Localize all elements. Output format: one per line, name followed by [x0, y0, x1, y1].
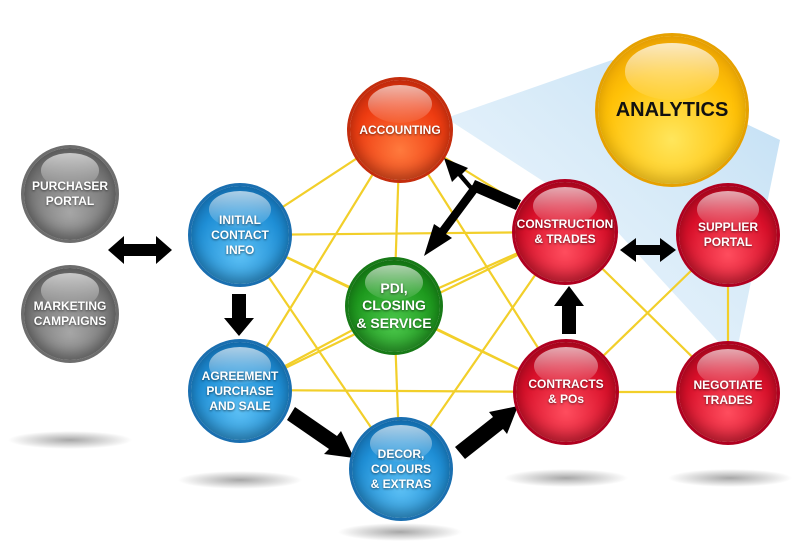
negotiate-trades-node: NEGOTIATE TRADES	[679, 344, 777, 442]
analytics-node: ANALYTICS	[598, 36, 746, 184]
double-arrow-portals-initial	[108, 236, 172, 264]
marketing-campaigns-node: MARKETING CAMPAIGNS	[24, 268, 116, 360]
supplier-portal-node: SUPPLIER PORTAL	[679, 186, 777, 284]
shadow-negotiate	[668, 469, 792, 487]
decor-colours-extras-node: DECOR, COLOURS & EXTRAS	[352, 420, 450, 518]
arrow-branch-to-accounting	[444, 158, 474, 190]
initial-contact-info-label: INITIAL CONTACT INFO	[211, 212, 269, 257]
arrow-initial-to-agreement	[224, 294, 254, 336]
construction-trades-label: CONSTRUCTION & TRADES	[516, 217, 614, 246]
shadow-agreement	[178, 471, 302, 489]
contracts-pos-label: CONTRACTS & POs	[528, 377, 604, 406]
arrow-branch-to-pdi	[424, 185, 478, 256]
flow-arrows	[108, 158, 676, 459]
link-initial-construction	[238, 230, 567, 237]
shadow-decor	[338, 523, 462, 541]
marketing-campaigns-label: MARKETING CAMPAIGNS	[33, 299, 107, 328]
link-accounting-contracts	[398, 128, 568, 394]
accounting-label: ACCOUNTING	[359, 122, 441, 137]
link-agreement-contracts	[238, 388, 568, 394]
construction-trades-node: CONSTRUCTION & TRADES	[515, 182, 615, 282]
pdi-closing-service-node: PDI, CLOSING & SERVICE	[348, 260, 440, 352]
arrow-construction-branch	[470, 180, 521, 210]
initial-contact-info-node: INITIAL CONTACT INFO	[191, 186, 289, 284]
purchaser-portal-node: PURCHASER PORTAL	[24, 148, 116, 240]
shadow-contracts	[504, 469, 628, 487]
link-accounting-agreement	[238, 128, 402, 392]
shadow-left	[8, 431, 132, 449]
agreement-purchase-sale-label: AGREEMENT PURCHASE AND SALE	[201, 368, 279, 413]
analytics-label: ANALYTICS	[615, 98, 729, 121]
accounting-node: ACCOUNTING	[350, 80, 450, 180]
purchaser-portal-label: PURCHASER PORTAL	[31, 179, 108, 208]
arrow-contracts-to-construction	[554, 286, 584, 334]
contracts-pos-node: CONTRACTS & POs	[516, 342, 616, 442]
agreement-purchase-sale-node: AGREEMENT PURCHASE AND SALE	[191, 342, 289, 440]
decor-colours-extras-label: DECOR, COLOURS & EXTRAS	[370, 446, 432, 491]
pdi-closing-service-label: PDI, CLOSING & SERVICE	[356, 279, 432, 331]
arrow-agreement-to-decor	[287, 407, 354, 458]
supplier-portal-label: SUPPLIER PORTAL	[697, 220, 758, 249]
negotiate-trades-label: NEGOTIATE TRADES	[693, 378, 763, 407]
double-arrow-construction-supplier	[620, 238, 676, 262]
arrow-decor-to-contracts	[455, 406, 518, 459]
